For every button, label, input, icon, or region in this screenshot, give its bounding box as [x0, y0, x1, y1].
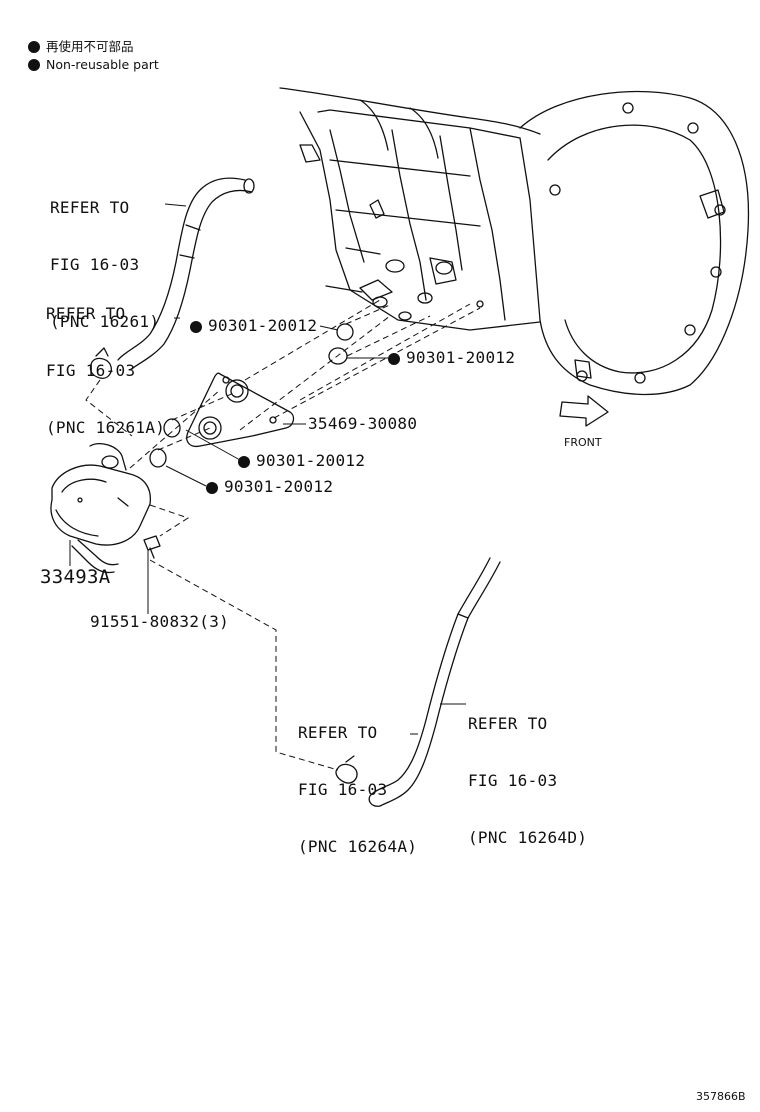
- adapter-plate: [186, 372, 295, 448]
- bullet-icon: [28, 59, 40, 71]
- refer-line-1: REFER TO: [468, 714, 548, 733]
- refer-line-1: REFER TO: [46, 304, 126, 323]
- clamp-16264a: [335, 755, 358, 784]
- refer-line-2: FIG 16-03: [46, 361, 136, 380]
- refer-label-16264d[interactable]: REFER TO FIG 16-03 (PNC 16264D): [468, 676, 587, 885]
- diagram-id: 357866B: [696, 1090, 746, 1103]
- clamp-16261a: [89, 347, 112, 379]
- leader-lines: [69, 203, 466, 735]
- o-rings: [149, 323, 354, 468]
- part-label-cooler[interactable]: 33493A: [40, 566, 111, 588]
- lower-hose-16264d: [368, 557, 501, 807]
- assembly-dashed-lines: [85, 299, 481, 771]
- refer-label-16264a[interactable]: REFER TO FIG 16-03 (PNC 16264A): [298, 685, 417, 894]
- bolt: [143, 535, 161, 559]
- part-label-oring-upper-right[interactable]: 90301-20012: [388, 348, 515, 367]
- part-label-oring-lower-1[interactable]: 90301-20012: [238, 451, 365, 470]
- refer-line-3: (PNC 16264A): [298, 837, 418, 856]
- non-reusable-bullet-icon: [238, 456, 250, 468]
- transmission-case: [279, 87, 750, 396]
- refer-label-16261[interactable]: REFER TO FIG 16-03 (PNC 16261): [50, 160, 159, 369]
- part-label-oring-lower-2[interactable]: 90301-20012: [206, 477, 333, 496]
- non-reusable-bullet-icon: [206, 482, 218, 494]
- part-label-oring-upper-left[interactable]: 90301-20012: [190, 316, 317, 335]
- refer-label-16261a[interactable]: REFER TO FIG 16-03 (PNC 16261A): [46, 266, 165, 475]
- front-arrow: [559, 395, 609, 427]
- legend-japanese: 再使用不可部品: [28, 36, 134, 55]
- non-reusable-bullet-icon: [190, 321, 202, 333]
- refer-line-3: (PNC 16261A): [46, 418, 166, 437]
- upper-hose-16261: [117, 177, 255, 371]
- refer-line-3: (PNC 16261): [50, 312, 160, 331]
- legend-english: Non-reusable part: [28, 57, 159, 72]
- refer-line-2: FIG 16-03: [50, 255, 140, 274]
- refer-line-1: REFER TO: [50, 198, 130, 217]
- front-label: FRONT: [564, 436, 602, 449]
- refer-line-2: FIG 16-03: [468, 771, 558, 790]
- refer-line-2: FIG 16-03: [298, 780, 388, 799]
- bullet-icon: [28, 41, 40, 53]
- part-label-bolt[interactable]: 91551-80832(3): [90, 612, 230, 631]
- non-reusable-bullet-icon: [388, 353, 400, 365]
- part-label-plate[interactable]: 35469-30080: [308, 414, 418, 433]
- oil-cooler: [50, 442, 152, 574]
- refer-line-3: (PNC 16264D): [468, 828, 588, 847]
- refer-line-1: REFER TO: [298, 723, 378, 742]
